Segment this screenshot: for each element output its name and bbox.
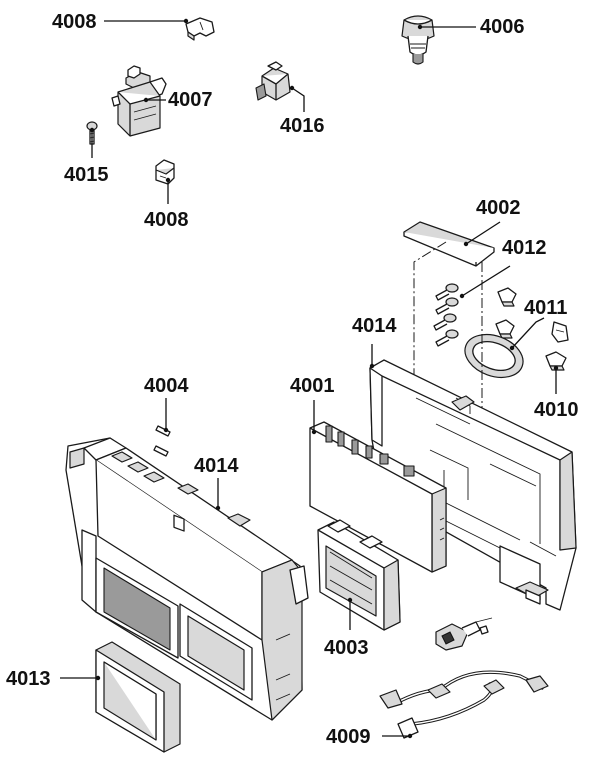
- label-4008-top: 4008: [52, 11, 189, 33]
- part-4009-wire-harness: [379, 670, 549, 739]
- svg-text:4007: 4007: [168, 89, 213, 111]
- part-4008-clip-top: [185, 17, 215, 41]
- label-4007: 4007: [143, 89, 213, 111]
- label-4004: 4004: [144, 375, 189, 433]
- svg-text:4009: 4009: [326, 726, 371, 748]
- label-4014-right: 4014: [352, 315, 397, 369]
- svg-text:4012: 4012: [502, 237, 547, 259]
- svg-text:4014: 4014: [352, 315, 397, 337]
- svg-text:4013: 4013: [6, 668, 51, 690]
- svg-text:4015: 4015: [64, 164, 109, 186]
- part-4014-right-housing: [369, 359, 577, 611]
- part-4009-sensor-switch: [435, 617, 493, 651]
- label-4014-left: 4014: [194, 455, 239, 511]
- part-4013-frame: [95, 641, 181, 753]
- label-4001: 4001: [290, 375, 335, 435]
- label-4002: 4002: [463, 197, 521, 247]
- svg-text:4008: 4008: [52, 11, 97, 33]
- label-4015: 4015: [64, 127, 109, 186]
- part-4002-plate: [403, 221, 495, 267]
- svg-text:4002: 4002: [476, 197, 521, 219]
- part-4011-ring: [464, 333, 524, 379]
- part-4003-module: [317, 519, 401, 631]
- svg-text:4011: 4011: [524, 297, 567, 319]
- label-4011: 4011: [509, 297, 567, 351]
- part-4008-clip-mid: [155, 159, 175, 185]
- svg-text:4016: 4016: [280, 115, 325, 137]
- svg-text:4014: 4014: [194, 455, 239, 477]
- svg-text:4010: 4010: [534, 399, 579, 421]
- label-4016: 4016: [280, 85, 325, 137]
- svg-text:4001: 4001: [290, 375, 335, 397]
- label-4006: 4006: [417, 16, 525, 38]
- svg-text:4004: 4004: [144, 375, 189, 397]
- label-4013: 4013: [6, 668, 101, 690]
- svg-text:4006: 4006: [480, 16, 525, 38]
- part-4012-clip: [497, 287, 517, 307]
- housing-lower-opening: [95, 557, 253, 701]
- part-4014-left-housing: [65, 437, 309, 721]
- label-4008-mid: 4008: [144, 177, 189, 231]
- label-4012: 4012: [459, 237, 547, 299]
- part-4011-bracket: [551, 321, 569, 343]
- label-4009: 4009: [326, 726, 413, 748]
- part-4007-actuator: [111, 65, 167, 137]
- svg-text:4003: 4003: [324, 637, 369, 659]
- part-4001-board: [309, 421, 447, 573]
- part-4016-connector: [255, 61, 291, 101]
- housing-ribs: [111, 451, 251, 527]
- label-4010: 4010: [534, 365, 579, 421]
- part-4011-clip: [495, 319, 515, 339]
- part-4006-sensor: [401, 15, 435, 65]
- part-4012-screws: [433, 283, 459, 347]
- label-4003: 4003: [324, 597, 369, 659]
- svg-text:4008: 4008: [144, 209, 189, 231]
- board-components: [325, 425, 445, 541]
